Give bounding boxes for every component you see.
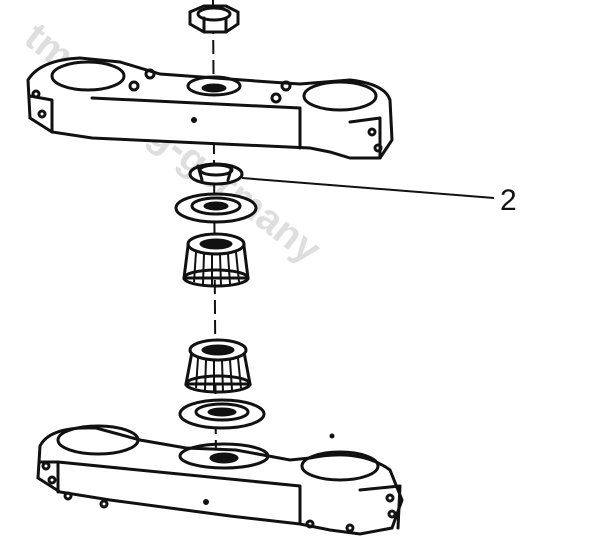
upper-triple-clamp — [26, 56, 394, 160]
upper-bearing-cup — [174, 192, 258, 224]
lower-tapered-bearing — [184, 338, 252, 394]
callout-leader-2 — [241, 177, 495, 199]
lower-triple-clamp — [36, 424, 404, 536]
upper-tapered-bearing — [182, 232, 250, 288]
top-nut — [188, 4, 240, 34]
lower-bearing-cup — [178, 398, 266, 430]
adjusting-nut — [188, 162, 244, 186]
callout-number-2: 2 — [500, 184, 517, 217]
